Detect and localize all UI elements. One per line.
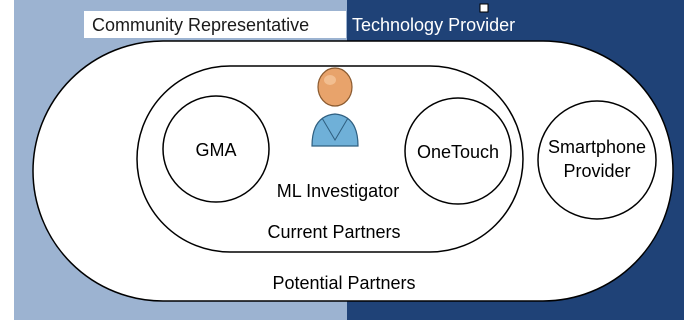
current-partners-label: Current Partners bbox=[267, 222, 400, 242]
community-representative-label: Community Representative bbox=[92, 15, 309, 35]
ml-investigator-label: ML Investigator bbox=[277, 181, 399, 201]
gma-label: GMA bbox=[195, 140, 236, 160]
onetouch-node bbox=[404, 97, 512, 205]
gma-node bbox=[162, 95, 270, 203]
selection-handle-icon[interactable] bbox=[479, 3, 489, 13]
smartphone-provider-node bbox=[537, 100, 657, 220]
person-icon bbox=[311, 67, 359, 147]
smartphone-provider-label-line1: Smartphone bbox=[548, 137, 646, 157]
onetouch-label: OneTouch bbox=[417, 142, 499, 162]
smartphone-provider-label-line2: Provider bbox=[563, 161, 630, 181]
potential-partners-label: Potential Partners bbox=[272, 273, 415, 293]
community-representative-header-bg bbox=[84, 11, 346, 38]
technology-provider-label: Technology Provider bbox=[352, 15, 515, 35]
